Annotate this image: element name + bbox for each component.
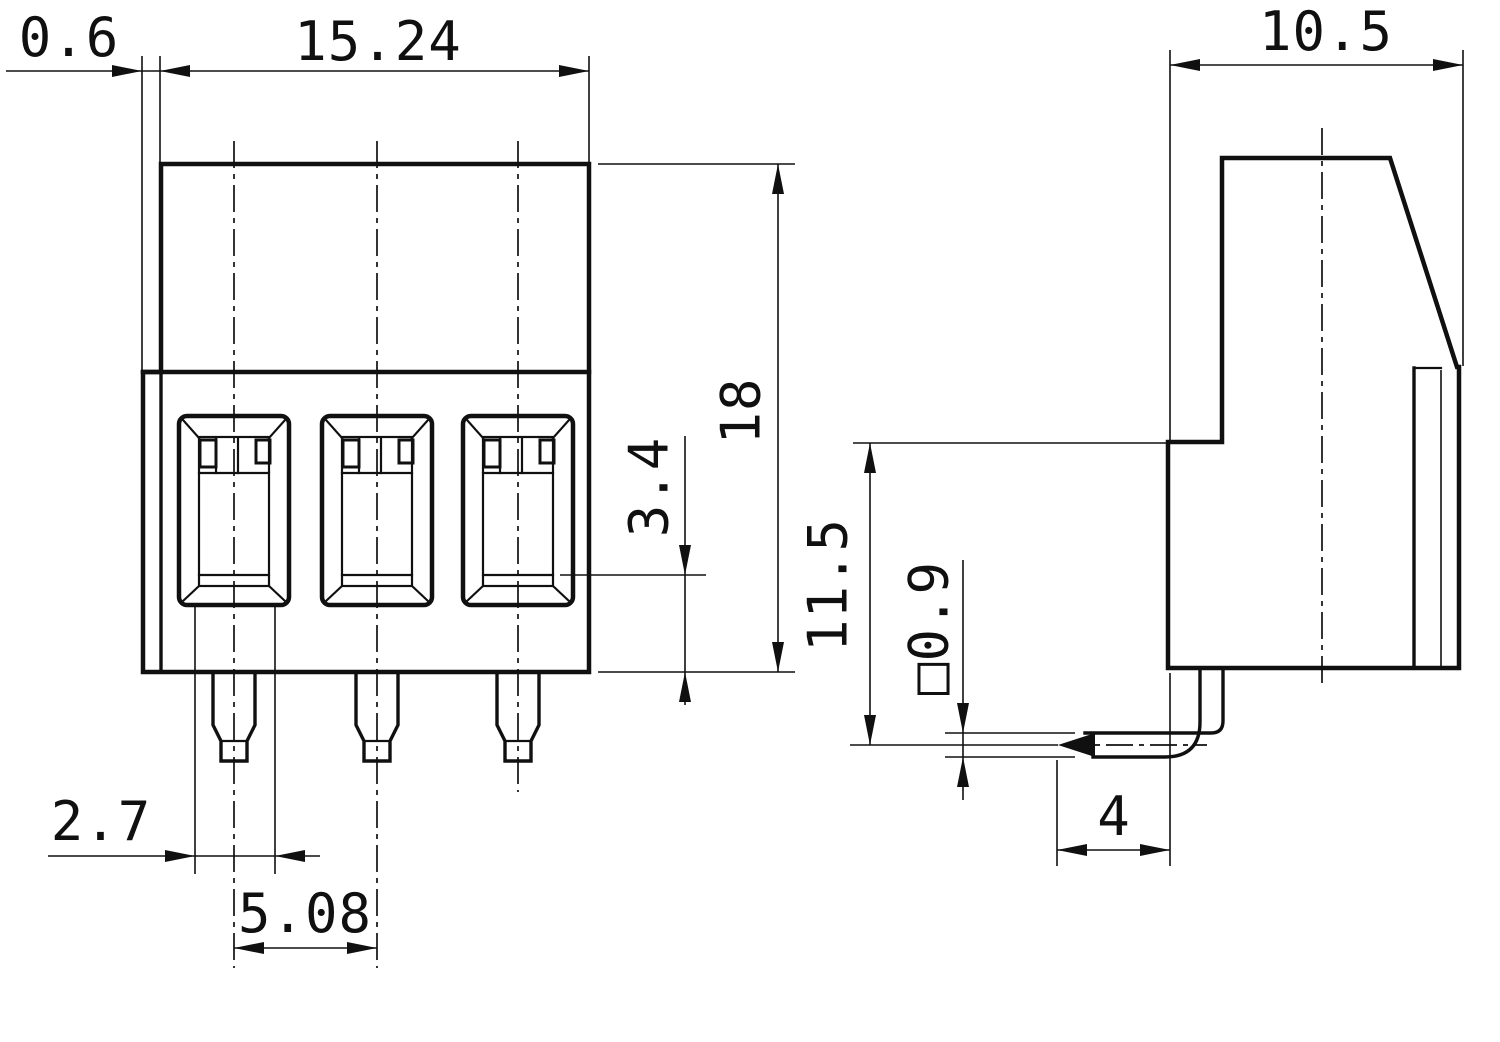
dim-pin-pitch-label: 5.08 [238,882,372,945]
dim-base-height-label: 11.5 [797,518,860,652]
arrow-27-left [165,850,195,862]
arrow-105-left [1170,59,1200,71]
dim-opening-width: 2.7 [48,606,320,874]
front-view: 0.6 15.24 18 3.4 [6,6,795,968]
arrow-4-right [1140,844,1170,856]
dim-overall-width-label: 15.24 [294,10,462,73]
dim-overall-height: 18 [598,163,795,673]
terminal-3-outer-frame [460,413,576,608]
terminal-3-chamfer-br [551,584,571,603]
terminal-2-chamfer-tr [410,418,430,440]
dim-pin-pitch: 5.08 [234,882,377,954]
side-view: 10.5 11.5 □0.9 4 [797,0,1464,866]
arrow-508-left [234,942,264,954]
dim-overall-depth-label: 10.5 [1259,0,1393,63]
terminal-1-inner-frame [197,435,271,588]
terminal-1-chamfer-tr [267,418,287,440]
terminal-opening-1 [176,413,292,608]
arrow-27-right [275,850,305,862]
terminal-2-outer-frame [319,413,435,608]
dim-step-offset-label: 0.6 [19,6,120,69]
dim-opening-to-base-label: 3.4 [618,437,681,538]
dim-base-height: 11.5 [797,442,1166,746]
terminal-2-chamfer-br [410,584,430,603]
terminal-2-chamfer-bl [324,584,344,603]
dim-opening-width-label: 2.7 [51,790,152,853]
terminal-3-chamfer-bl [465,584,485,603]
terminal-3-inner-frame [481,435,555,588]
dim-step-offset: 0.6 [6,6,589,370]
terminal-3-clamp-left-slot [482,438,502,469]
terminal-1-chamfer-bl [181,584,201,603]
terminal-opening-2 [319,413,435,608]
arrow-18-bottom [772,642,784,672]
terminal-1-chamfer-br [267,584,287,603]
arrow-34-top [679,545,691,575]
arrow-width-right [559,65,589,77]
arrow-step-left [112,65,142,77]
terminal-1-clamp-left-slot [198,438,218,469]
dim-pin-square-label: □0.9 [898,561,961,695]
dim-pin-square: □0.9 [898,560,1075,800]
pin-2-outline [354,672,400,763]
side-body-outline [1165,155,1462,671]
dim-overall-height-label: 18 [710,377,773,444]
terminal-1-chamfer-tl [181,418,201,440]
terminal-3-chamfer-tl [465,418,485,440]
dim-pin-length-label: 4 [1097,785,1131,848]
pin-1-outline [211,672,257,763]
dim-overall-depth: 10.5 [1169,0,1464,440]
dim-overall-width: 15.24 [160,10,590,162]
arrow-105-right [1433,59,1463,71]
front-pins [211,672,541,763]
terminal-3-chamfer-tr [551,418,571,440]
side-pin-bottom-edge [1091,666,1202,759]
arrow-width-left [160,65,190,77]
arrow-508-right [347,942,377,954]
side-pin [1058,666,1225,759]
side-pin-top-edge [1083,666,1225,735]
terminal-2-chamfer-tl [324,418,344,440]
arrow-115-bottom [864,715,876,745]
dim-opening-to-base: 3.4 [560,436,706,705]
arrow-115-top [864,443,876,473]
arrow-4-left [1057,844,1087,856]
arrow-09-bottom [957,757,969,787]
pin-3-outline [495,672,541,763]
terminal-1-outer-frame [176,413,292,608]
dim-pin-length: 4 [1056,673,1171,866]
side-slot [1412,366,1443,668]
arrow-09-top [957,703,969,733]
terminal-2-clamp-right-slot [397,438,415,465]
terminal-opening-3 [460,413,576,608]
arrow-18-top [772,164,784,194]
terminal-3-clamp-right-slot [538,438,556,465]
terminal-2-inner-frame [340,435,414,588]
terminal-2-clamp-left-slot [341,438,361,469]
terminal-1-clamp-right-slot [254,438,272,465]
arrow-34-bottom [679,672,691,702]
